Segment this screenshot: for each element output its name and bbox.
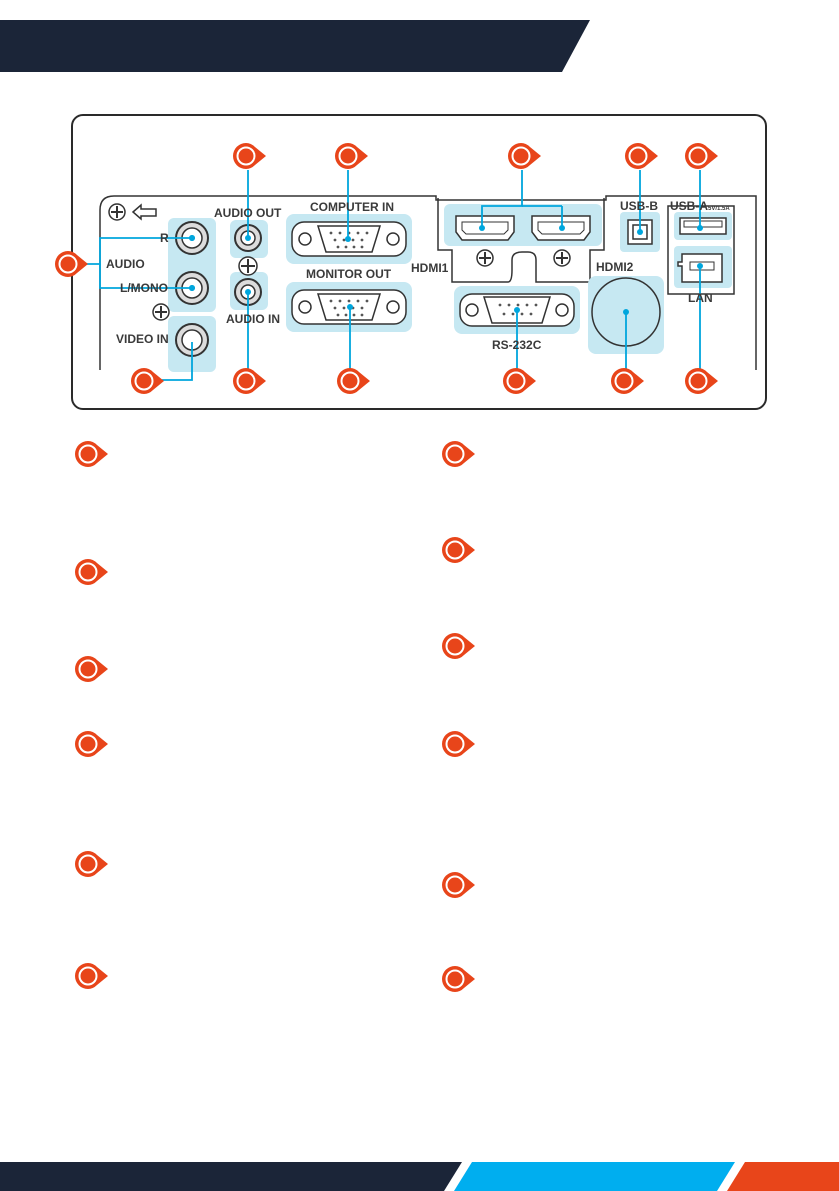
screw-icon (108, 203, 126, 221)
callout-marker-icon (55, 251, 88, 277)
callout-marker-icon (685, 368, 718, 394)
callout-marker-icon (335, 143, 368, 169)
footer-orange-band (727, 1162, 839, 1191)
label-usb-b: USB-B (620, 199, 658, 213)
arrow-left-icon (131, 203, 157, 221)
panel-inner-outline (99, 195, 757, 370)
label-usb-a-rating: 5V/1.5A (708, 206, 730, 212)
label-rs232c: RS-232C (492, 338, 542, 352)
callout-marker-icon (75, 656, 108, 682)
callout-marker-icon (685, 143, 718, 169)
callout-marker-icon (508, 143, 541, 169)
label-lan: LAN (688, 291, 713, 305)
callout-marker-icon (131, 368, 164, 394)
callout-marker-icon (442, 537, 475, 563)
footer-dark-band (0, 1162, 462, 1191)
callout-marker-icon (75, 731, 108, 757)
callout-marker-icon (503, 368, 536, 394)
label-r: R (160, 231, 169, 245)
label-hdmi2: HDMI2 (596, 260, 634, 274)
header-band (0, 20, 590, 72)
screw-icon (476, 249, 494, 267)
video-in-jack (175, 323, 209, 357)
label-l-mono: L/MONO (120, 281, 168, 295)
usb-a-port (679, 217, 727, 235)
header-bar (0, 20, 590, 72)
callout-marker-icon (233, 143, 266, 169)
callout-marker-icon (233, 368, 266, 394)
callout-marker-icon (75, 441, 108, 467)
label-computer-in: COMPUTER IN (310, 200, 394, 214)
leader-dots (189, 225, 703, 315)
callout-marker-icon (442, 441, 475, 467)
callout-marker-icon (442, 966, 475, 992)
callout-marker-icon (625, 143, 658, 169)
label-audio: AUDIO (106, 257, 145, 271)
label-monitor-out: MONITOR OUT (306, 267, 392, 281)
callout-marker-icon (75, 851, 108, 877)
screw-icon (152, 303, 170, 321)
label-audio-out: AUDIO OUT (214, 206, 282, 220)
screw-icon (238, 256, 258, 276)
callout-marker-icon (442, 633, 475, 659)
callout-marker-icon (442, 872, 475, 898)
label-audio-in: AUDIO IN (226, 312, 280, 326)
lan-port-contacts (689, 261, 715, 271)
label-usb-a: USB-A (670, 199, 708, 213)
footer-blue-band (454, 1162, 735, 1191)
callout-marker-icon (337, 368, 370, 394)
callout-marker-icon (611, 368, 644, 394)
callout-marker-icon (442, 731, 475, 757)
label-hdmi1: HDMI1 (411, 261, 449, 275)
callout-marker-icon (75, 963, 108, 989)
footer-bar (0, 1162, 839, 1191)
callout-marker-icon (75, 559, 108, 585)
usb-lan-frame (667, 205, 735, 295)
label-video-in: VIDEO IN (116, 332, 169, 346)
leader-lines (74, 170, 701, 381)
hdmi1-bay-outline (437, 198, 605, 283)
rear-panel-diagram: AUDIO OUT COMPUTER IN USB-B USB-A 5V/1.5… (74, 170, 757, 381)
screw-icon (553, 249, 571, 267)
